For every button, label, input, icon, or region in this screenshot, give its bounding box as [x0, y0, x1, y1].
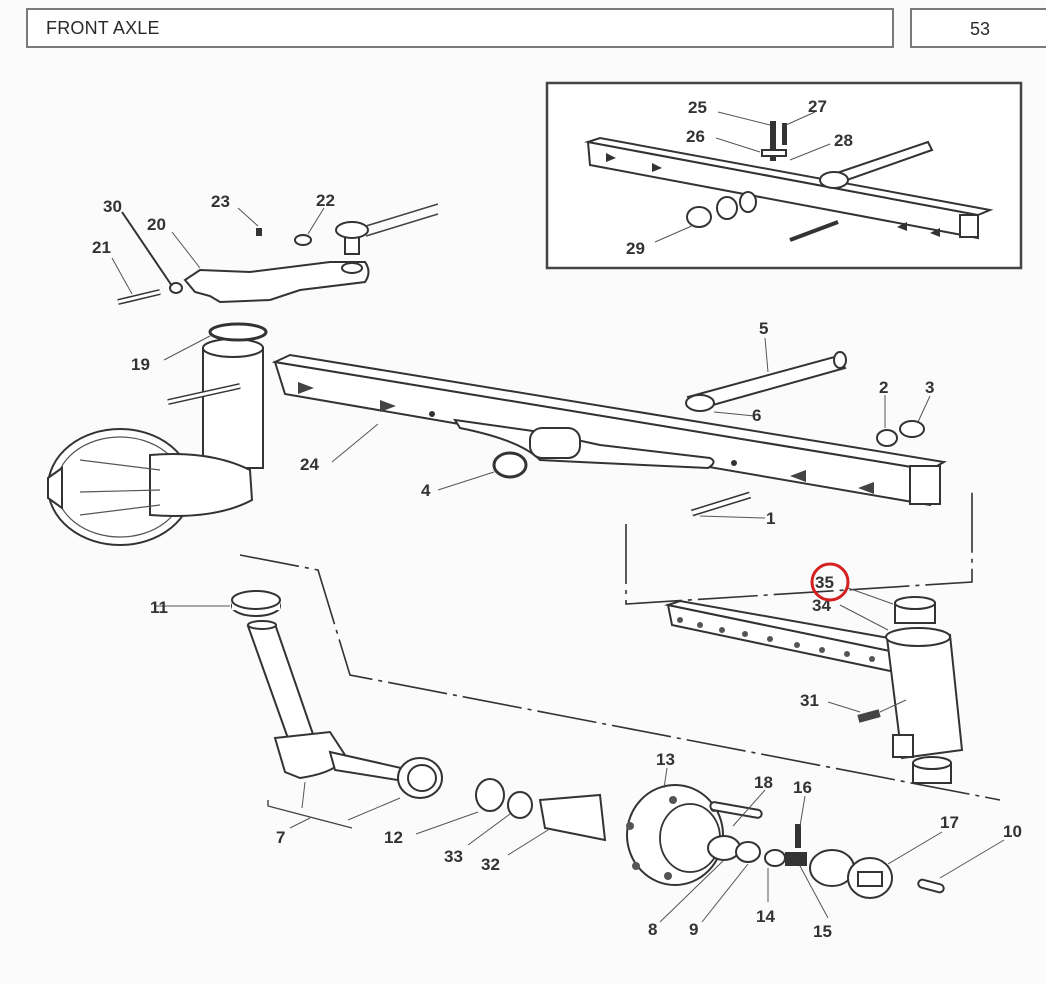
page-number: 53: [969, 19, 991, 39]
callout-14[interactable]: 14: [756, 907, 775, 926]
callout-5[interactable]: 5: [759, 319, 768, 338]
callout-15[interactable]: 15: [813, 922, 832, 941]
callout-10[interactable]: 10: [1003, 822, 1022, 841]
steering-arm-group: 21 30 20 23 22: [92, 191, 439, 305]
callout-26[interactable]: 26: [686, 127, 705, 146]
hub-group: 13 18 16 17 10 33 32 8 9 14 15: [444, 750, 1022, 941]
callout-9[interactable]: 9: [689, 920, 698, 939]
callout-11[interactable]: 11: [150, 598, 168, 617]
spindle-group: 11 7 12: [150, 590, 479, 847]
title-box: FRONT AXLE: [26, 8, 894, 48]
callout-20[interactable]: 20: [147, 215, 166, 234]
extension-arm-group: 35 34 31: [664, 562, 964, 784]
callout-13[interactable]: 13: [656, 750, 675, 769]
callout-22[interactable]: 22: [316, 191, 335, 210]
callout-25[interactable]: 25: [688, 98, 707, 117]
callout-3[interactable]: 3: [925, 378, 934, 397]
callout-32[interactable]: 32: [481, 855, 500, 874]
callout-28[interactable]: 28: [834, 131, 853, 150]
callout-27[interactable]: 27: [808, 97, 827, 116]
callout-18[interactable]: 18: [754, 773, 773, 792]
callout-31[interactable]: 31: [800, 691, 819, 710]
callout-4[interactable]: 4: [421, 481, 431, 500]
callout-30[interactable]: 30: [103, 197, 122, 216]
callout-12[interactable]: 12: [384, 828, 403, 847]
callout-2[interactable]: 2: [879, 378, 888, 397]
callout-7[interactable]: 7: [276, 828, 285, 847]
callout-6[interactable]: 6: [752, 406, 761, 425]
highlight-circle: [810, 562, 850, 602]
callout-16[interactable]: 16: [793, 778, 812, 797]
axle-beam-group: 19 24 4 5 6 2 3 1: [47, 319, 947, 546]
callout-35[interactable]: 35: [815, 573, 834, 592]
assembly-lines: [239, 490, 1001, 801]
page-title: FRONT AXLE: [46, 18, 160, 38]
callout-23[interactable]: 23: [211, 192, 230, 211]
callout-24[interactable]: 24: [300, 455, 319, 474]
inset-panel: 25 27 26 28 29: [545, 81, 1023, 270]
page-number-box: 53: [910, 8, 1046, 48]
callout-21[interactable]: 21: [92, 238, 111, 257]
callout-29[interactable]: 29: [626, 239, 645, 258]
callout-8[interactable]: 8: [648, 920, 657, 939]
callout-17[interactable]: 17: [940, 813, 959, 832]
callout-33[interactable]: 33: [444, 847, 463, 866]
callout-1[interactable]: 1: [766, 509, 775, 528]
callout-19[interactable]: 19: [131, 355, 150, 374]
